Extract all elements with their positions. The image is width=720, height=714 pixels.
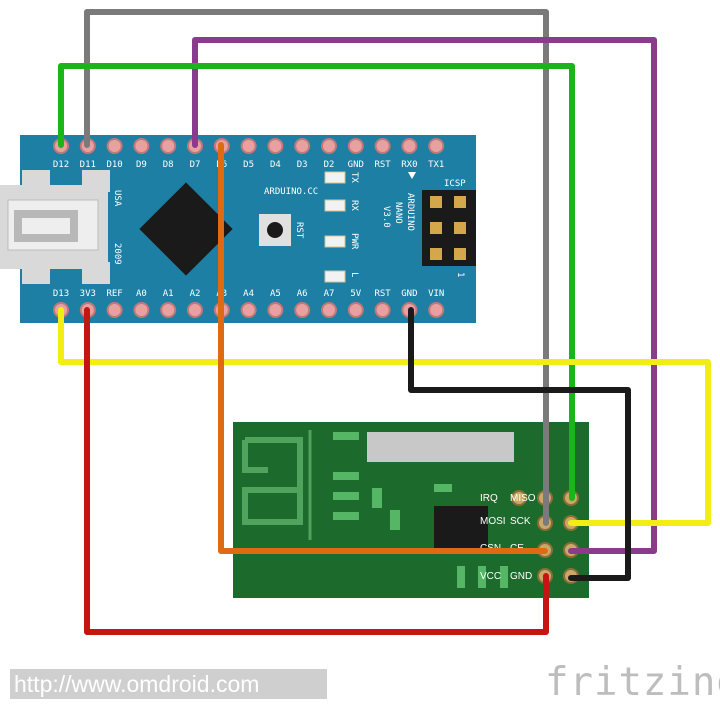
wire-black-gnd-gnd bbox=[408, 307, 631, 581]
reset-button bbox=[259, 214, 291, 246]
bottom-pin-label-a7: A7 bbox=[324, 289, 335, 299]
bottom-pin-label-gnd: GND bbox=[401, 289, 417, 299]
top-pin-label-d2: D2 bbox=[324, 160, 335, 170]
bottom-pin-label-a6: A6 bbox=[297, 289, 308, 299]
icsp-header bbox=[422, 190, 476, 266]
bottom-pin-label-3v3: 3V3 bbox=[80, 289, 96, 299]
bottom-pin-label-vin: VIN bbox=[428, 289, 444, 299]
bottom-pin-vin bbox=[428, 302, 445, 318]
led-rx-label: RX bbox=[349, 200, 359, 211]
top-pin-d9 bbox=[133, 138, 150, 154]
led-pwr-label: PWR bbox=[349, 233, 359, 250]
website-label: http://www.omdroid.com bbox=[10, 669, 327, 699]
wire-green-d12-miso bbox=[58, 63, 575, 501]
bottom-pin-a6 bbox=[294, 302, 311, 318]
board-site-label: ARDUINO.CC bbox=[264, 187, 318, 197]
top-pin-d3 bbox=[294, 138, 311, 154]
top-pin-label-rst: RST bbox=[374, 160, 391, 170]
bottom-pin-a5 bbox=[267, 302, 284, 318]
board-name-line-2: NANO bbox=[393, 202, 403, 224]
top-pin-d10 bbox=[106, 138, 123, 154]
wire-yellow-d13-mosi bbox=[58, 307, 711, 526]
bottom-pin-label-ref: REF bbox=[106, 289, 122, 299]
top-pin-rx0 bbox=[401, 138, 418, 154]
bottom-pin-a0 bbox=[133, 302, 150, 318]
top-pin-label-d10: D10 bbox=[106, 160, 122, 170]
top-pin-label-d11: D11 bbox=[80, 160, 96, 170]
led-tx-label: TX bbox=[349, 172, 359, 183]
bottom-pin-label-a4: A4 bbox=[243, 289, 254, 299]
usb-connector bbox=[0, 170, 110, 284]
bottom-pin-label-5v: 5V bbox=[350, 289, 361, 299]
bottom-pin-label-d13: D13 bbox=[53, 289, 69, 299]
bottom-pin-5v bbox=[347, 302, 364, 318]
bottom-pin-label-a2: A2 bbox=[190, 289, 201, 299]
fritzing-logo: fritzing bbox=[545, 660, 720, 705]
top-pin-label-gnd: GND bbox=[348, 160, 364, 170]
wires bbox=[58, 9, 711, 635]
board-usa-label: USA bbox=[112, 190, 122, 207]
module-label-irq: IRQ bbox=[480, 493, 498, 504]
module-label-sck: SCK bbox=[510, 516, 531, 527]
top-pin-d8 bbox=[160, 138, 177, 154]
board-name-line-1: ARDUINO bbox=[405, 193, 415, 231]
bottom-pin-ref bbox=[106, 302, 123, 318]
bottom-pin-label-rst: RST bbox=[374, 289, 391, 299]
top-pin-label-d7: D7 bbox=[190, 160, 201, 170]
module-label-gnd: GND bbox=[510, 571, 532, 582]
wire-red-3v3-vcc bbox=[84, 307, 549, 635]
top-pin-rst bbox=[374, 138, 391, 154]
module-label-vcc: VCC bbox=[480, 571, 501, 582]
top-pin-label-d12: D12 bbox=[53, 160, 69, 170]
module-label-mosi: MOSI bbox=[480, 516, 506, 527]
icsp-pin1-label: 1 bbox=[455, 272, 465, 277]
wire-orange-d6-ce bbox=[218, 142, 548, 554]
top-pin-d2 bbox=[321, 138, 337, 154]
bottom-pin-label-a5: A5 bbox=[270, 289, 281, 299]
module-label-miso: MISO bbox=[510, 493, 536, 504]
bottom-pin-label-a0: A0 bbox=[136, 289, 147, 299]
top-pin-label-d5: D5 bbox=[243, 160, 254, 170]
board-year-label: 2009 bbox=[112, 243, 122, 265]
mcu-chip bbox=[139, 182, 233, 276]
top-pin-d4 bbox=[267, 138, 284, 154]
top-pin-label-d4: D4 bbox=[270, 160, 281, 170]
top-pin-label-d8: D8 bbox=[163, 160, 174, 170]
bottom-pin-a4 bbox=[240, 302, 257, 318]
arduino-nano-board: USA 2009 RST ARDUINO.CC TX RX PWR L ARDU… bbox=[0, 135, 476, 323]
bottom-pin-rst bbox=[374, 302, 391, 318]
top-pin-tx1 bbox=[428, 138, 445, 154]
top-pin-label-d3: D3 bbox=[297, 160, 308, 170]
top-pin-gnd bbox=[347, 138, 364, 154]
wire-gray-d11-sck bbox=[84, 9, 549, 526]
top-pin-label-d9: D9 bbox=[136, 160, 147, 170]
icsp-label: ICSP bbox=[444, 179, 466, 189]
led-l-label: L bbox=[349, 272, 359, 277]
bottom-pin-label-a1: A1 bbox=[163, 289, 174, 299]
bottom-pin-a1 bbox=[160, 302, 177, 318]
top-pin-label-tx1: TX1 bbox=[428, 160, 444, 170]
bottom-pin-a2 bbox=[187, 302, 203, 318]
rf-module: IRQ MOSI CSN VCC MISO SCK CE GND bbox=[233, 422, 589, 598]
top-pin-d5 bbox=[240, 138, 257, 154]
rst-button-label: RST bbox=[294, 222, 304, 239]
bottom-pin-a7 bbox=[321, 302, 337, 318]
board-name-line-3: V3.0 bbox=[381, 206, 391, 228]
top-pin-label-rx0: RX0 bbox=[401, 160, 417, 170]
